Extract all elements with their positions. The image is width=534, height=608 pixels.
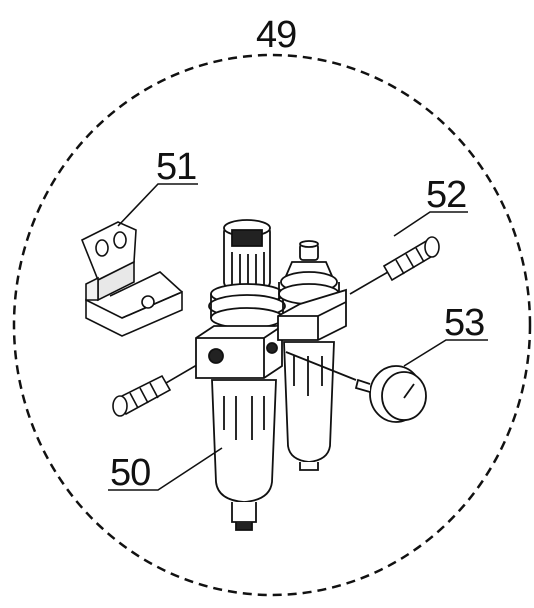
inlet-fitting [112,361,203,417]
callout-52: 52 [426,174,467,216]
callout-49: 49 [256,14,297,56]
lubricator [277,240,347,471]
callout-51: 51 [156,146,197,188]
leader-lines [108,183,488,491]
outlet-fitting [349,236,440,295]
mounting-bracket [80,221,183,337]
detail-circle [12,53,532,597]
pressure-gauge [285,351,427,423]
callout-53: 53 [444,302,485,344]
filter-regulator [195,219,286,531]
callout-50: 50 [110,452,151,494]
